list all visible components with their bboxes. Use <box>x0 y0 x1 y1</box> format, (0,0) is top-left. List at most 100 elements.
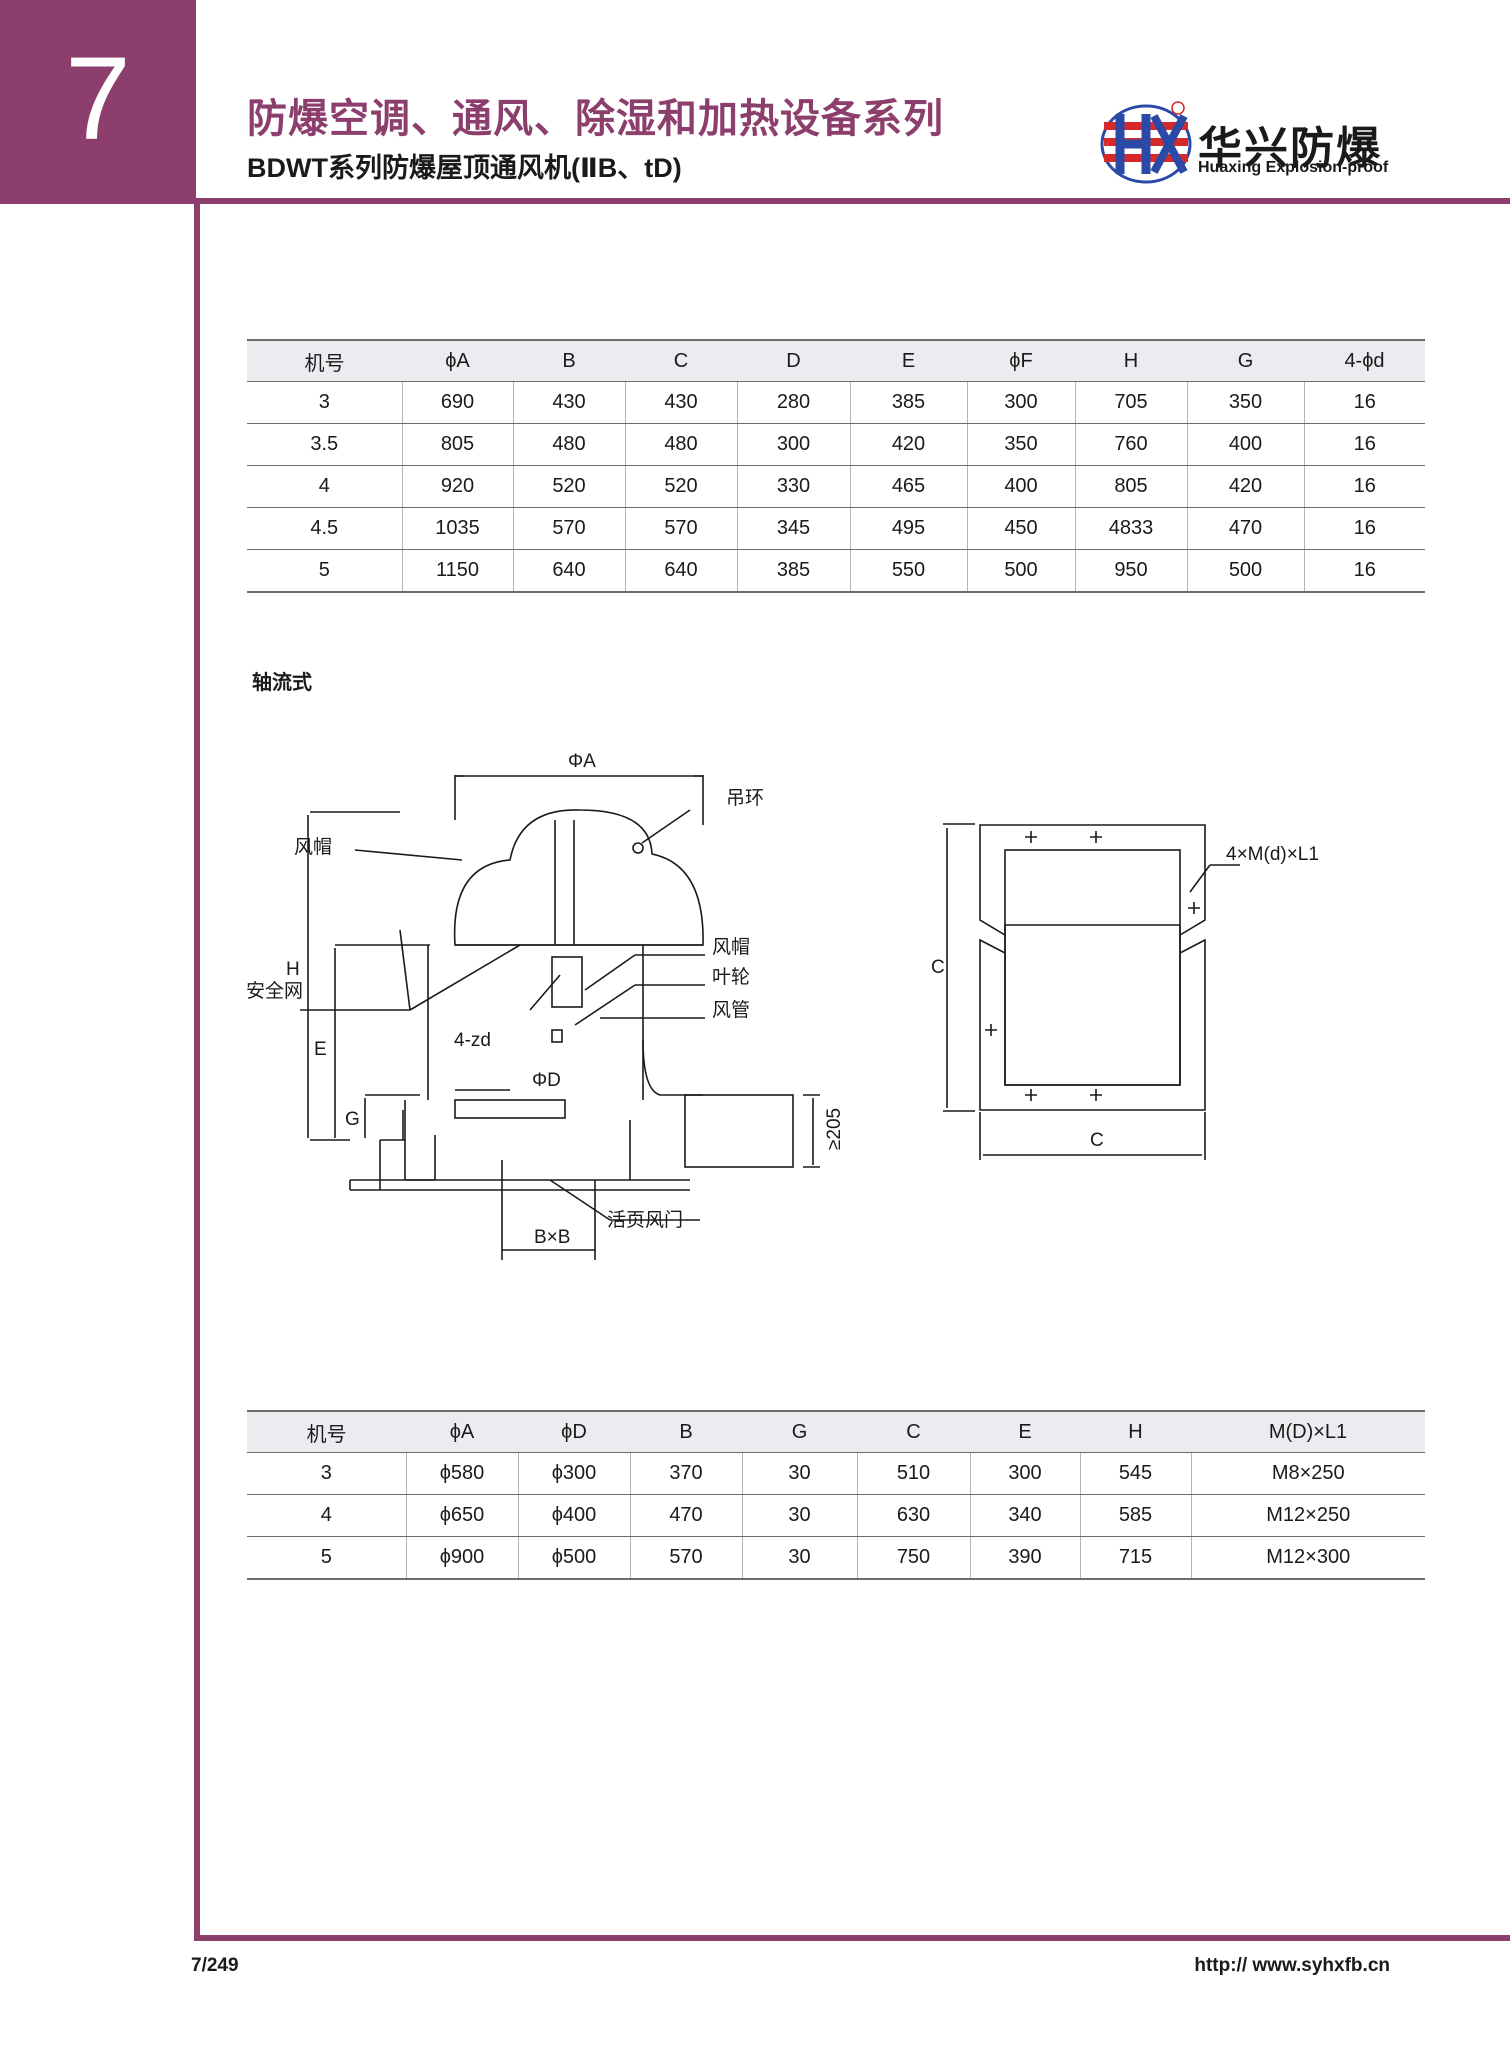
table-cell: 545 <box>1080 1452 1192 1495</box>
table-cell: 1035 <box>402 507 514 550</box>
table-cell: M12×250 <box>1191 1494 1425 1537</box>
table-cell: 760 <box>1075 423 1188 466</box>
table-cell: 520 <box>625 465 738 508</box>
table-cell: 480 <box>625 423 738 466</box>
table-cell: 16 <box>1304 549 1425 593</box>
table-cell: 4.5 <box>247 507 403 550</box>
table-cell: 465 <box>850 465 968 508</box>
table-cell: 5 <box>247 549 403 593</box>
table-row: 3 ϕ580 ϕ300 370 30 510 300 545 M8×250 <box>247 1452 1425 1495</box>
drawing-labels: ΦA 吊环 风帽 安全网 H E G 4-zd ΦD 风帽 叶轮 风管 ≥205… <box>246 751 1319 1248</box>
table-cell: 920 <box>402 465 514 508</box>
table-cell: 430 <box>625 381 738 424</box>
label-E: E <box>314 1039 327 1060</box>
column-header: C <box>625 339 737 382</box>
column-header: B <box>630 1410 742 1453</box>
page-number: 7/249 <box>191 1955 239 1976</box>
table-row: 4 ϕ650 ϕ400 470 30 630 340 585 M12×250 <box>247 1494 1425 1537</box>
table-cell: ϕ650 <box>406 1494 519 1537</box>
table-cell: 715 <box>1080 1536 1192 1580</box>
column-header: ϕA <box>402 339 513 382</box>
label-BxB: B×B <box>534 1227 570 1248</box>
spec-table-1: 机号 ϕA B C D E ϕF H G 4-ϕd 3 690 430 430 … <box>247 339 1425 593</box>
table-row: 3.5 805 480 480 300 420 350 760 400 16 <box>247 423 1425 466</box>
column-header: 机号 <box>247 339 402 382</box>
chapter-number: 7 <box>65 33 131 165</box>
label-yelun: 叶轮 <box>712 966 750 988</box>
logo-subtext: Huaxing Explosion-proof <box>1198 159 1389 176</box>
label-phiD: ΦD <box>532 1070 561 1091</box>
label-anquanwang: 安全网 <box>246 980 303 1002</box>
column-header: H <box>1080 1410 1191 1453</box>
table-cell: 340 <box>970 1494 1081 1537</box>
table-row: 4.5 1035 570 570 345 495 450 4833 470 16 <box>247 507 1425 550</box>
table-cell: 640 <box>513 549 626 593</box>
label-H: H <box>286 959 300 980</box>
table-cell: 585 <box>1080 1494 1192 1537</box>
table-cell: 385 <box>850 381 968 424</box>
table-cell: 470 <box>1187 507 1305 550</box>
table-cell: 350 <box>967 423 1076 466</box>
table-cell: 350 <box>1187 381 1305 424</box>
table-cell: 705 <box>1075 381 1188 424</box>
table-cell: 16 <box>1304 507 1425 550</box>
margin-rule <box>194 204 200 1941</box>
table-cell: 4833 <box>1075 507 1188 550</box>
table-cell: 480 <box>513 423 626 466</box>
table-cell: 300 <box>970 1452 1081 1495</box>
footer-rule <box>194 1935 1510 1941</box>
column-header: ϕD <box>518 1410 630 1453</box>
table-cell: 390 <box>970 1536 1081 1580</box>
label-4-zd: 4-zd <box>454 1030 491 1051</box>
spec-table-2: 机号 ϕA ϕD B G C E H M(D)×L1 3 ϕ580 ϕ300 3… <box>247 1410 1425 1580</box>
table-cell: ϕ500 <box>518 1536 631 1580</box>
label-C-vertical: C <box>931 957 945 978</box>
table-header-row: 机号 ϕA B C D E ϕF H G 4-ϕd <box>247 339 1425 382</box>
table-cell: 400 <box>967 465 1076 508</box>
label-G: G <box>345 1109 360 1130</box>
column-header: 机号 <box>247 1410 406 1453</box>
table-cell: 630 <box>857 1494 971 1537</box>
header-rule <box>196 198 1510 204</box>
table-cell: 16 <box>1304 465 1425 508</box>
section-label: 轴流式 <box>252 672 312 694</box>
label-diaohuan: 吊环 <box>726 788 764 809</box>
chapter-tab: 7 <box>0 0 196 204</box>
table-cell: 400 <box>1187 423 1305 466</box>
technical-drawing: ΦA 吊环 风帽 安全网 H E G 4-zd ΦD 风帽 叶轮 风管 ≥205… <box>246 751 1319 1260</box>
column-header: ϕF <box>967 339 1075 382</box>
table-cell: M8×250 <box>1191 1452 1425 1495</box>
table-cell: 640 <box>625 549 738 593</box>
table-cell: 420 <box>850 423 968 466</box>
table-cell: 510 <box>857 1452 971 1495</box>
column-header: G <box>742 1410 857 1453</box>
table-cell: 570 <box>630 1536 743 1580</box>
table-cell: 520 <box>513 465 626 508</box>
label-huoyefengmen: 活页风门 <box>607 1209 683 1231</box>
column-header: E <box>970 1410 1080 1453</box>
logo-mark-icon <box>1100 101 1192 184</box>
table-cell: 30 <box>742 1452 858 1495</box>
logo-text: 华兴防爆 <box>1198 124 1382 173</box>
table-cell: 470 <box>630 1494 743 1537</box>
label-ge205: ≥205 <box>824 1108 845 1150</box>
table-cell: 690 <box>402 381 514 424</box>
table-cell: 16 <box>1304 381 1425 424</box>
table-cell: 4 <box>247 465 403 508</box>
website-url: http:// www.syhxfb.cn <box>1194 1955 1390 1976</box>
label-fengmao-left: 风帽 <box>294 836 332 858</box>
table-cell: 3.5 <box>247 423 403 466</box>
label-C-horizontal: C <box>1090 1130 1104 1151</box>
table-cell: 500 <box>967 549 1076 593</box>
table-cell: 750 <box>857 1536 971 1580</box>
table-cell: ϕ400 <box>518 1494 631 1537</box>
table-cell: 4 <box>247 1494 407 1537</box>
table-cell: 370 <box>630 1452 743 1495</box>
base-plan-view <box>943 823 1240 1160</box>
table-cell: 385 <box>737 549 851 593</box>
table-cell: 300 <box>737 423 851 466</box>
column-header: C <box>857 1410 970 1453</box>
table-row: 3 690 430 430 280 385 300 705 350 16 <box>247 381 1425 424</box>
table-cell: ϕ580 <box>406 1452 519 1495</box>
table-cell: 3 <box>247 1452 407 1495</box>
